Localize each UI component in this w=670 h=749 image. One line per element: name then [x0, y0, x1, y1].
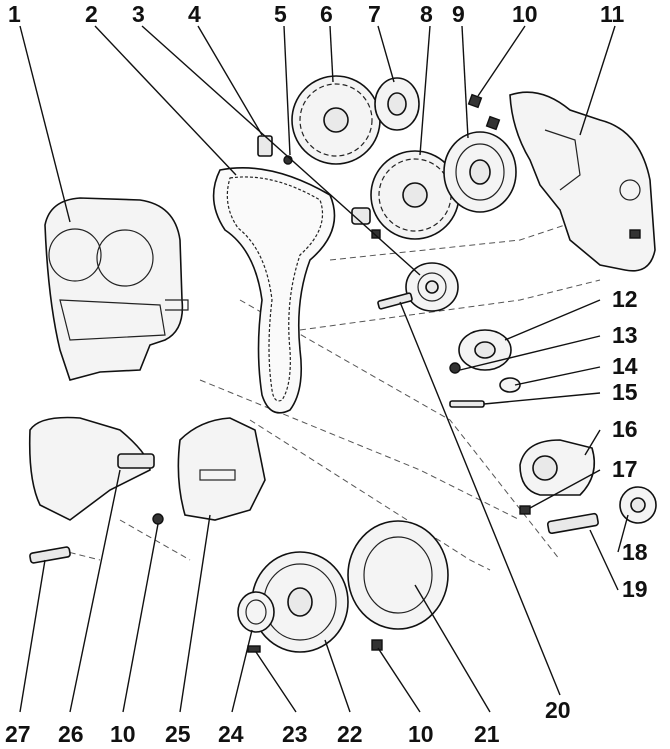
callout-23: 23 — [282, 721, 308, 747]
callout-26: 26 — [58, 721, 84, 747]
callout-8: 8 — [420, 1, 433, 27]
bolt-part-17 — [519, 505, 531, 515]
small-parts-13-15 — [449, 362, 521, 408]
camshaft-sprocket-upper — [291, 75, 381, 165]
sprocket-bolt — [351, 207, 381, 239]
callout-12: 12 — [612, 286, 638, 312]
callout-27: 27 — [5, 721, 31, 747]
bolt-part-20 — [377, 292, 413, 310]
tensioner-part-9 — [443, 131, 517, 213]
crank-sprocket-part-18 — [619, 486, 657, 524]
callout-13: 13 — [612, 322, 638, 348]
callout-6: 6 — [320, 1, 333, 27]
crank-bolt-part-19 — [546, 512, 599, 535]
bolt-part-10-middle — [152, 513, 164, 525]
bolt-part-4 — [257, 135, 293, 165]
callout-4: 4 — [188, 1, 201, 27]
callout-10-bottom-right: 10 — [408, 721, 434, 747]
bolt-part-23 — [247, 645, 261, 653]
callout-20: 20 — [545, 697, 571, 723]
callout-1: 1 — [8, 1, 21, 27]
seal-part-24 — [237, 591, 275, 633]
callout-22: 22 — [337, 721, 363, 747]
callout-18: 18 — [622, 539, 648, 565]
crank-pulley-part-22 — [251, 551, 349, 653]
callout-25: 25 — [165, 721, 191, 747]
callout-9: 9 — [452, 1, 465, 27]
callout-5: 5 — [274, 1, 287, 27]
rear-timing-cover — [509, 91, 656, 272]
callout-21: 21 — [474, 721, 500, 747]
callout-14: 14 — [612, 353, 638, 379]
idler-pulley-part-7 — [374, 77, 420, 131]
timing-belt — [212, 167, 336, 414]
callout-7: 7 — [368, 1, 381, 27]
callout-17: 17 — [612, 456, 638, 482]
callouts-top: 1 2 3 4 5 6 7 8 9 10 11 — [8, 1, 625, 27]
callouts-bottom: 27 26 10 25 24 23 22 10 21 — [5, 721, 500, 747]
bracket-part-26 — [28, 416, 155, 521]
callout-11: 11 — [600, 1, 625, 27]
callout-10-bottom-left: 10 — [110, 721, 136, 747]
bolts-part-10-top — [467, 93, 501, 131]
leader-lines — [19, 25, 629, 713]
callout-2: 2 — [85, 1, 98, 27]
callout-24: 24 — [218, 721, 244, 747]
water-pump-part-16 — [519, 439, 596, 496]
callout-19: 19 — [622, 576, 648, 602]
lower-cover-part-25 — [177, 417, 266, 521]
upper-timing-cover — [44, 197, 189, 381]
callout-3: 3 — [132, 1, 145, 27]
bolt-part-27 — [29, 546, 71, 564]
callouts-right: 12 13 14 15 16 17 18 19 20 — [545, 286, 648, 723]
bolt-part-10-bottom — [371, 639, 383, 651]
tensioner-part-12 — [458, 329, 512, 371]
callout-10-top: 10 — [512, 1, 538, 27]
camshaft-sprocket-lower — [370, 150, 460, 240]
callout-16: 16 — [612, 416, 638, 442]
plate-part-21 — [347, 520, 449, 630]
callout-15: 15 — [612, 379, 638, 405]
